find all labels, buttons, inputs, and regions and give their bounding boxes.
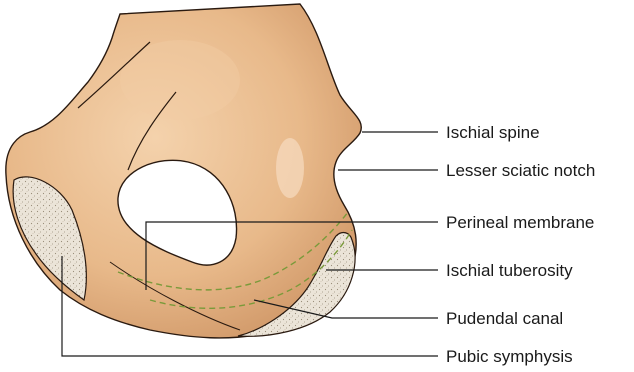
- label-ischial-spine: Ischial spine: [446, 123, 540, 142]
- label-ischial-tuberosity: Ischial tuberosity: [446, 261, 573, 280]
- label-pudendal-canal: Pudendal canal: [446, 309, 563, 328]
- label-pubic-symphysis: Pubic symphysis: [446, 347, 573, 366]
- label-perineal-membrane: Perineal membrane: [446, 213, 594, 232]
- label-lesser-sciatic-notch: Lesser sciatic notch: [446, 161, 595, 180]
